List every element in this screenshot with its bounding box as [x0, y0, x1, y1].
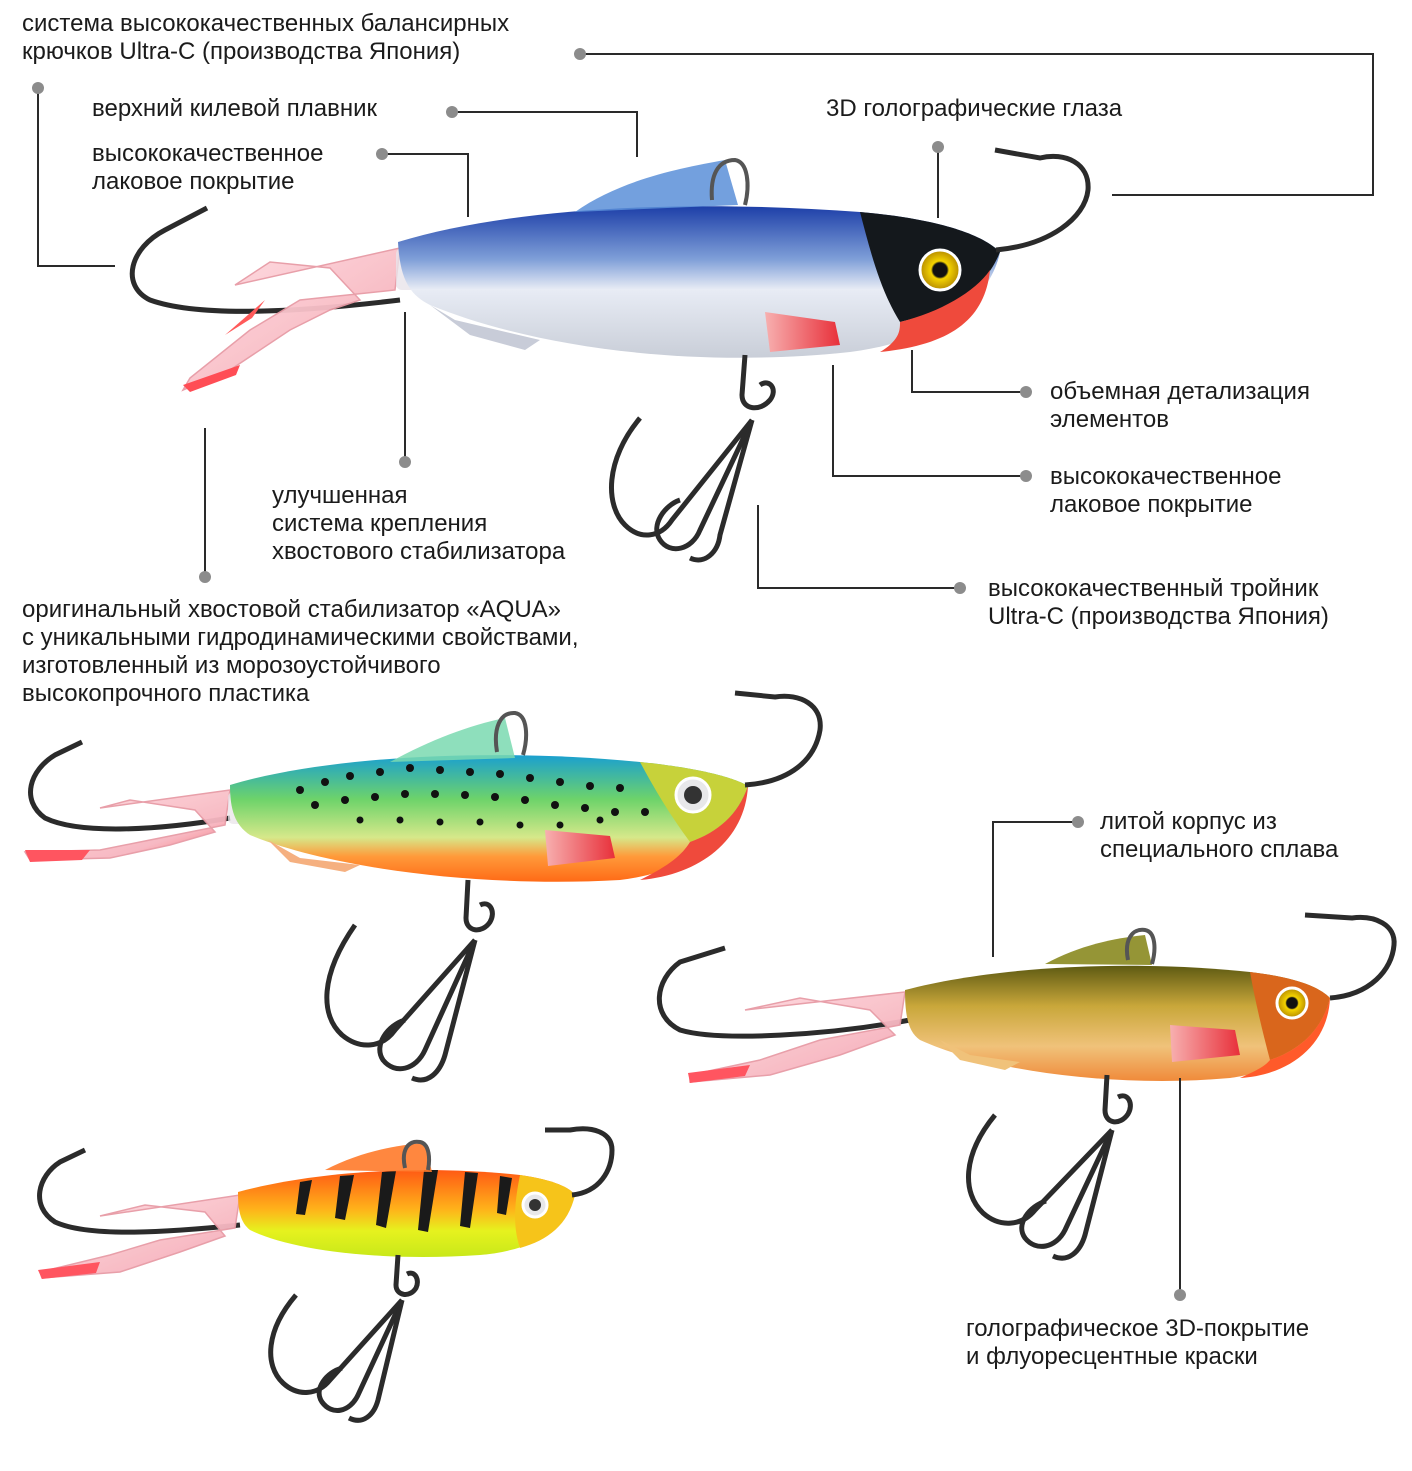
callout-line: высококачественное — [92, 140, 324, 167]
lure-body — [398, 206, 1000, 358]
callout-lacquer-top: высококачественное лаковое покрытие — [92, 140, 323, 196]
callout-lacquer-bottom: высококачественное лаковое покрытие — [1050, 463, 1281, 519]
dorsal-fin — [325, 1143, 432, 1172]
tail-stabilizer — [23, 789, 231, 861]
callout-detailing: объемная детализация элементов — [1050, 378, 1310, 434]
callout-aqua-tail: оригинальный хвостовой стабилизатор «AQU… — [22, 596, 579, 708]
eye — [918, 248, 962, 292]
callout-line: изготовленный из морозоустойчивого — [22, 652, 441, 679]
dorsal-fin — [575, 160, 738, 212]
nose-hook — [734, 690, 823, 788]
tail-stabilizer — [181, 247, 401, 392]
callout-line: верхний килевой плавник — [92, 95, 378, 122]
callout-line: система высококачественных балансирных — [22, 10, 510, 37]
pectoral-fin — [1170, 1025, 1240, 1062]
lure-gold — [656, 912, 1397, 1261]
pectoral-fin — [545, 830, 615, 866]
callout-dorsal-fin: верхний килевой плавник — [92, 95, 377, 123]
leader-dots — [32, 48, 1186, 1301]
spots — [296, 764, 649, 829]
treble-hook — [268, 1254, 420, 1423]
dorsal-fin — [1045, 935, 1152, 965]
callout-cast-body: литой корпус из специального сплава — [1100, 808, 1338, 864]
treble-hook — [966, 1074, 1133, 1261]
callout-line: литой корпус из — [1100, 808, 1277, 835]
callout-line: и флуоресцентные краски — [966, 1343, 1258, 1370]
callout-line: улучшенная — [272, 482, 408, 509]
callout-line: с уникальными гидродинамическими свойств… — [22, 624, 579, 651]
callout-line: крючков Ultra-C (производства Япония) — [22, 38, 461, 65]
treble-hook — [609, 354, 776, 563]
callout-line: высококачественный тройник — [988, 575, 1319, 602]
nose-hook — [1304, 912, 1397, 1001]
eye — [1275, 986, 1309, 1020]
nose-hook — [545, 1126, 615, 1198]
nose-hook — [994, 147, 1091, 253]
callout-line: система крепления — [272, 510, 488, 537]
treble-hook — [324, 879, 495, 1083]
tiger-stripes — [296, 1170, 512, 1232]
callout-line: лаковое покрытие — [92, 168, 295, 195]
callout-line: объемная детализация — [1050, 378, 1310, 405]
callout-treble: высококачественный тройник Ultra-C (прои… — [988, 575, 1329, 631]
lure-firetiger — [37, 1126, 615, 1423]
tail-stabilizer — [39, 1194, 241, 1279]
callout-line: Ultra-C (производства Япония) — [988, 603, 1329, 630]
callout-line: хвостового стабилизатора — [272, 538, 566, 565]
callout-line: оригинальный хвостовой стабилизатор «AQU… — [22, 596, 562, 623]
callout-line: голографическое 3D-покрытие — [966, 1315, 1310, 1342]
lure-body — [238, 1170, 575, 1258]
leader-lines — [37, 53, 1374, 1295]
callout-line: высокопрочного пластика — [22, 680, 310, 707]
callout-line: 3D голографические глаза — [826, 95, 1123, 122]
callout-tail-mount: улучшенная система крепления хвостового … — [272, 482, 565, 566]
callout-holo: голографическое 3D-покрытие и флуоресцен… — [966, 1315, 1309, 1371]
callout-eyes: 3D голографические глаза — [826, 95, 1122, 123]
callout-hooks-system: система высококачественных балансирных к… — [22, 10, 509, 66]
lure-blue-silver — [129, 147, 1091, 563]
callout-line: элементов — [1050, 406, 1169, 433]
callout-line: лаковое покрытие — [1050, 491, 1253, 518]
lure-green-spotted — [23, 690, 823, 1083]
callout-line: специального сплава — [1100, 836, 1339, 863]
dorsal-fin — [390, 718, 515, 762]
pectoral-fin — [765, 312, 840, 352]
callout-line: высококачественное — [1050, 463, 1282, 490]
